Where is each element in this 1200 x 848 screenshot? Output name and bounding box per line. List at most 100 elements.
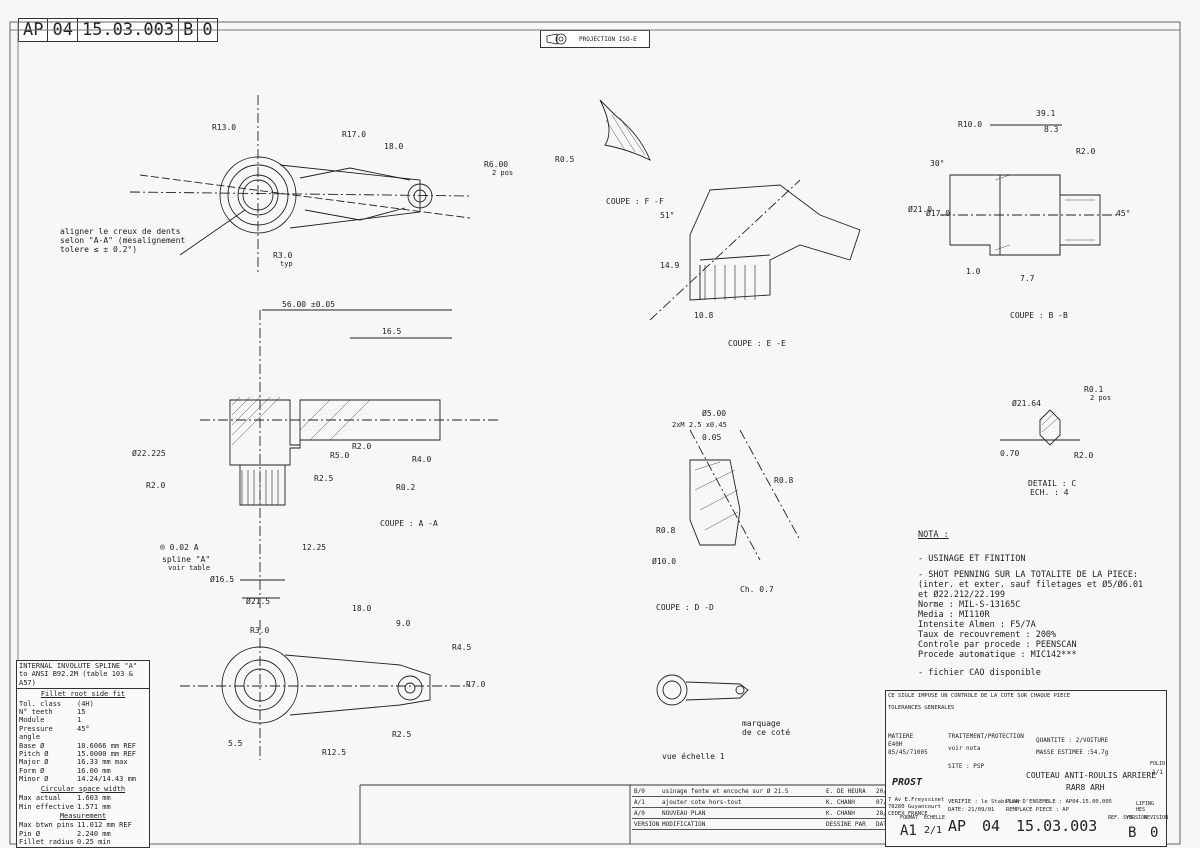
tb-address-1: 7 Av E.Freyssinet [888,797,945,803]
spline-table: INTERNAL INVOLUTE SPLINE "A" to ANSI B92… [16,660,150,848]
tb-revision: 0 [1150,825,1159,841]
dim-0-05: 0.05 [702,433,722,442]
rev-by: K. CHANH [826,798,855,806]
dim-d17-bb: Ø17.0 [926,209,951,218]
dim-16-5: 16.5 [382,327,402,336]
dim-r2-aa2: R2.0 [352,442,372,451]
marquage-note-2: de ce coté [742,728,791,737]
tb-traitement-val: voir nota [948,745,981,752]
tb-echelle-label: ECHELLE [924,815,946,821]
dim-r2-det: R2.0 [1074,451,1094,460]
tb-company-logo: PROST [892,777,923,788]
view-coupe-ff: COUPE : F -F [606,197,664,206]
note-line: Controle par procede : PEENSCAN [918,640,1077,650]
tb-title-2: RAR8 ARH [1066,783,1105,792]
dim-0-70: 0.70 [1000,449,1020,458]
note-line: - fichier CAO disponible [918,668,1041,678]
tb-echelle: 2/1 [924,825,943,836]
rev-id: B/0 [634,787,645,795]
note-line: et Ø22.212/22.199 [918,590,1005,600]
note-line: Taux de recouvrement : 200% [918,630,1057,640]
spline-header-2: to ANSI B92.2M (table 103 & A57) [19,670,133,687]
spline-key: Module [19,716,45,725]
spline-val: 1.571 mm [77,802,111,811]
dim-r3-typ: typ [280,260,293,268]
view-coupe-dd: COUPE : D -D [656,603,714,612]
spline-val: 15.0000 mm REF [77,750,137,759]
rev-text: NOUVEAU PLAN [662,809,706,817]
dim-r10: R10.0 [958,120,983,129]
dim-r12-5: R12.5 [322,748,347,757]
spline-val: 1.603 mm [77,794,111,803]
projection-label: PROJECTION ISO-E [579,35,637,43]
tb-format: A1 [900,823,917,839]
spline-val: 15 [77,708,86,717]
tb-version-label: VERSION [1126,815,1148,821]
spline-key: Tol. class [19,699,62,708]
rev-id: A/0 [634,809,645,817]
dim-r5: R5.0 [330,451,350,460]
rev-text: ajouter cote hors-tout [662,798,742,806]
dim-r0-8: R0.8 [774,476,794,485]
tb-address-3: CEDEX FRANCE [888,811,928,817]
tb-plan-ensemble: PLAN D'ENSEMBLE : AP04.15.00.005 [1006,799,1112,805]
tb-tolerances: TOLERANCES GENERALES [888,705,955,711]
spline-circ-title: Circular space width [40,784,126,793]
view-coupe-aa: COUPE : A -A [380,519,438,528]
note-line: - USINAGE ET FINITION [918,554,1026,564]
dim-8-3: 8.3 [1044,125,1059,134]
spline-key: Min effective [19,802,74,811]
tb-traitement-label: TRAITEMENT/PROTECTION [948,733,1024,740]
rev-by: K. CHANH [826,809,855,817]
rev-text: usinage fente et encoche sur Ø 21.5 [662,787,789,795]
dim-18b: 18.0 [352,604,372,613]
projection-icon [546,33,567,45]
top-view [129,95,471,275]
note-line: Procede automatique : MIC142*** [918,650,1077,660]
spline-header-1: INTERNAL INVOLUTE SPLINE "A" [19,662,138,670]
dim-d21-64: Ø21.64 [1012,399,1041,408]
tb-date: DATE: 21/09/01 [948,807,995,813]
dim-r3-b: R3.0 [250,626,270,635]
dim-r2-5: R2.5 [314,474,334,483]
note-line: Media : MI110R [918,610,990,620]
view-detail-c: DETAIL : C [1028,479,1077,488]
dim-r0-2: R0.2 [396,483,416,492]
spline-key: Max btwn pins [19,821,74,830]
notes-title: NOTA : [918,530,949,540]
section-dd [689,429,801,561]
spline-val: 14.24/14.43 mm [77,775,137,784]
tb-matiere-spec: 85/45/71005 [888,749,928,756]
spline-meas-title: Measurement [59,811,107,820]
dim-r4: R4.0 [412,455,432,464]
tb-ref-syn: REF. SYN. [1108,815,1136,821]
dim-1-0: 1.0 [966,267,981,276]
dim-r0-8b: R0.8 [656,526,676,535]
dim-5-5: 5.5 [228,739,243,748]
spline-a-label: spline "A" [162,555,211,564]
dim-r0-5: R0.5 [555,155,575,164]
section-aa [200,309,500,610]
tb-liftinq: LIFING HES [1136,801,1155,813]
spline-key: Pitch Ø [19,750,49,759]
dim-m2-5: 2xM 2.5 x0.45 [672,421,727,429]
dim-r2-bb: R2.0 [1076,147,1096,156]
dim-r2-5b: R2.5 [392,730,412,739]
dim-r6: R6.00 [484,160,509,169]
tb-matiere-val: E40H [888,741,903,748]
align-note-1: aligner le creux de dents [60,227,181,236]
dim-39-1: 39.1 [1036,109,1056,118]
dim-r0-1-pos: 2 pos [1090,394,1112,402]
tb-number: 15.03.003 [1016,817,1098,835]
spline-val: 0.25 min [77,838,111,847]
tol-frame: ⌾ 0.02 A [160,543,199,552]
tb-site: SITE : PSP [948,763,985,770]
